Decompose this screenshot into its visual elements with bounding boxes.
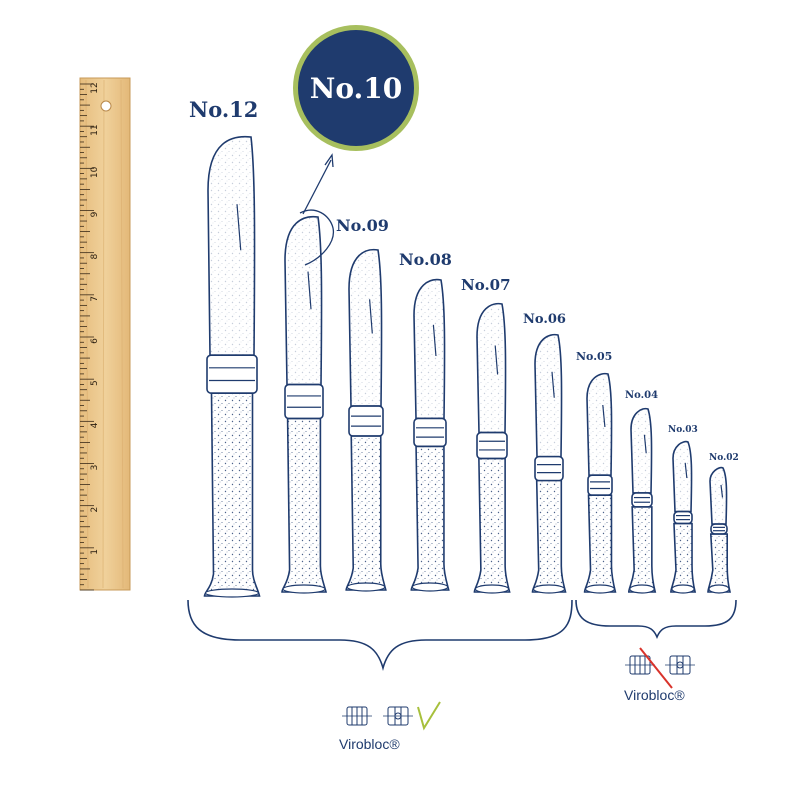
knife-ring bbox=[413, 417, 447, 448]
knife-ring bbox=[206, 354, 258, 394]
knife-no04 bbox=[627, 407, 657, 594]
virobloc-label-small-group: Virobloc® bbox=[624, 687, 685, 703]
ruler-number: 4 bbox=[90, 422, 100, 428]
knife-no05 bbox=[531, 333, 567, 594]
knife-no03 bbox=[670, 440, 697, 594]
knife-no06 bbox=[473, 302, 511, 594]
check-icon bbox=[417, 701, 441, 731]
size-label-no03: No.03 bbox=[668, 425, 698, 435]
ruler-number: 6 bbox=[90, 338, 100, 344]
ruler-number: 3 bbox=[90, 465, 100, 471]
ruler-number: 11 bbox=[90, 124, 100, 135]
ruler-number: 1 bbox=[90, 549, 100, 555]
knife-ring bbox=[284, 383, 324, 420]
size-label-no02: No.02 bbox=[709, 453, 739, 463]
knife-no07 bbox=[410, 278, 450, 592]
size-label-no05: No.05 bbox=[576, 350, 613, 363]
ruler-number: 5 bbox=[90, 380, 100, 386]
knife-ring bbox=[348, 405, 384, 437]
size-label-no04: No.04 bbox=[625, 390, 659, 401]
no10-badge: No.10 bbox=[293, 25, 419, 151]
badge-pointer-arrow bbox=[299, 153, 335, 266]
size-label-no12: No.12 bbox=[189, 97, 259, 122]
knife-ring bbox=[631, 492, 653, 508]
knife-ring bbox=[534, 455, 564, 482]
virobloc-ring-icons bbox=[342, 706, 413, 726]
ruler-ticks bbox=[80, 83, 94, 591]
large-group-brace bbox=[187, 599, 573, 671]
ruler-number: 9 bbox=[90, 211, 100, 217]
ruler-hole bbox=[100, 100, 112, 112]
small-group-brace bbox=[575, 599, 737, 640]
cross-icon bbox=[639, 647, 673, 689]
knife-ring bbox=[710, 523, 728, 535]
knife-illustrations bbox=[203, 135, 732, 598]
virobloc-label-large-group: Virobloc® bbox=[339, 736, 400, 752]
size-label-no09: No.09 bbox=[336, 216, 389, 235]
knife-no08 bbox=[345, 248, 387, 592]
virobloc-ring-icons-crossed bbox=[625, 655, 695, 675]
knife-ring bbox=[476, 431, 508, 460]
ruler-number: 8 bbox=[90, 254, 100, 260]
ruler-number: 2 bbox=[90, 507, 100, 513]
no10-badge-label: No.10 bbox=[309, 71, 403, 105]
ruler-number: 12 bbox=[90, 82, 100, 93]
knife-no05b bbox=[583, 372, 617, 594]
knife-ring bbox=[587, 474, 613, 497]
size-label-no07: No.07 bbox=[461, 276, 511, 294]
knife-ring bbox=[673, 510, 693, 525]
size-label-no08: No.08 bbox=[399, 250, 452, 269]
knife-no09 bbox=[281, 215, 328, 594]
knife-no02 bbox=[707, 466, 732, 594]
ruler-number: 10 bbox=[90, 166, 100, 178]
knife-no12 bbox=[203, 135, 261, 598]
ruler-number: 7 bbox=[90, 296, 100, 302]
size-label-no06: No.06 bbox=[523, 312, 566, 327]
